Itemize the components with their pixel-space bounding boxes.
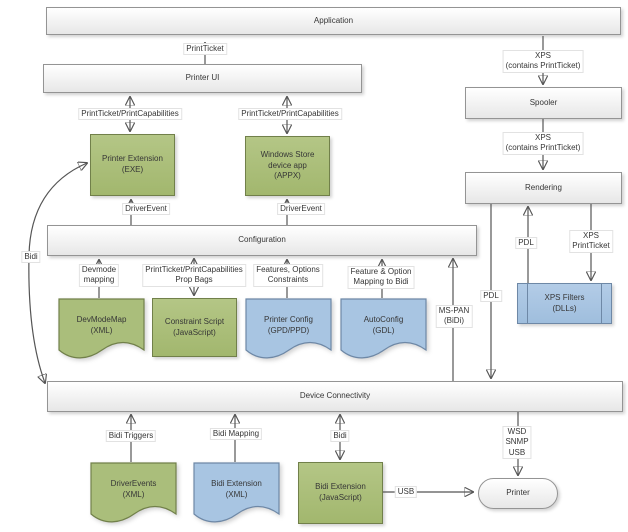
bidi-extension-js-box: Bidi Extension (JavaScript) — [298, 462, 383, 524]
autoconfig-label: AutoConfig (GDL) — [363, 314, 404, 335]
document-shape — [245, 298, 332, 359]
document-shape — [90, 462, 177, 523]
printer-ui-box: Printer UI — [43, 64, 362, 93]
printer-node: Printer — [478, 478, 558, 509]
spooler-box: Spooler — [465, 87, 622, 119]
pdl-label-up: PDL — [515, 237, 537, 250]
xps-filters-inner-line-right — [601, 284, 602, 323]
xps-contains-printticket-label-1: XPS (contains PrintTicket) — [502, 50, 584, 73]
xps-filters-box: XPS Filters (DLLs) — [517, 283, 612, 324]
devmodemap-label: DevModeMap (XML) — [76, 314, 127, 335]
usb-label: USB — [394, 486, 418, 499]
windows-store-device-app-box: Windows Store device app (APPX) — [245, 136, 330, 196]
driverevents-label: DriverEvents (XML) — [110, 478, 157, 499]
devmodemap-doc: DevModeMap (XML) — [58, 298, 145, 368]
document-shape — [193, 462, 280, 523]
device-connectivity-box: Device Connectivity — [47, 381, 623, 412]
driverevent-label-right: DriverEvent — [277, 203, 325, 216]
xps-printticket-label: XPS PrintTicket — [569, 230, 613, 253]
configuration-box: Configuration — [47, 225, 477, 256]
bidi-extension-xml-label: Bidi Extension (XML) — [211, 478, 262, 499]
application-box: Application — [46, 7, 621, 35]
prop-bags-label: PrintTicket/PrintCapabilities Prop Bags — [142, 264, 246, 287]
bidi-label-left: Bidi — [21, 251, 41, 264]
bidi-extension-xml-doc: Bidi Extension (XML) — [193, 462, 280, 532]
driverevent-label-left: DriverEvent — [122, 203, 170, 216]
xps-filters-label: XPS Filters (DLLs) — [544, 292, 585, 313]
feature-option-bidi-label: Feature & Option Mapping to Bidi — [347, 266, 415, 289]
printer-config-doc: Printer Config (GPD/PPD) — [245, 298, 332, 368]
autoconfig-doc: AutoConfig (GDL) — [340, 298, 427, 368]
printticket-label: PrintTicket — [183, 43, 227, 56]
bidi-triggers-label: Bidi Triggers — [105, 430, 157, 443]
rendering-box: Rendering — [465, 172, 622, 204]
pdl-label-long: PDL — [480, 290, 502, 303]
printer-config-label: Printer Config (GPD/PPD) — [264, 314, 313, 335]
bidi-label-bottom: Bidi — [330, 430, 350, 443]
devmode-mapping-label: Devmode mapping — [78, 264, 120, 287]
ms-pan-label: MS-PAN (BiDi) — [435, 305, 473, 328]
driverevents-doc: DriverEvents (XML) — [90, 462, 177, 532]
printer-extension-box: Printer Extension (EXE) — [90, 134, 175, 196]
constraint-script-box: Constraint Script (JavaScript) — [152, 298, 237, 357]
ptpc-label-left: PrintTicket/PrintCapabilities — [78, 108, 182, 121]
ptpc-label-right: PrintTicket/PrintCapabilities — [238, 108, 342, 121]
features-options-label: Features, Options Constraints — [253, 264, 323, 287]
document-shape — [340, 298, 427, 359]
xps-filters-inner-line-left — [527, 284, 528, 323]
xps-contains-printticket-label-2: XPS (contains PrintTicket) — [502, 132, 584, 155]
wsd-snmp-usb-label: WSD SNMP USB — [502, 426, 532, 460]
bidi-mapping-label: Bidi Mapping — [209, 428, 263, 441]
